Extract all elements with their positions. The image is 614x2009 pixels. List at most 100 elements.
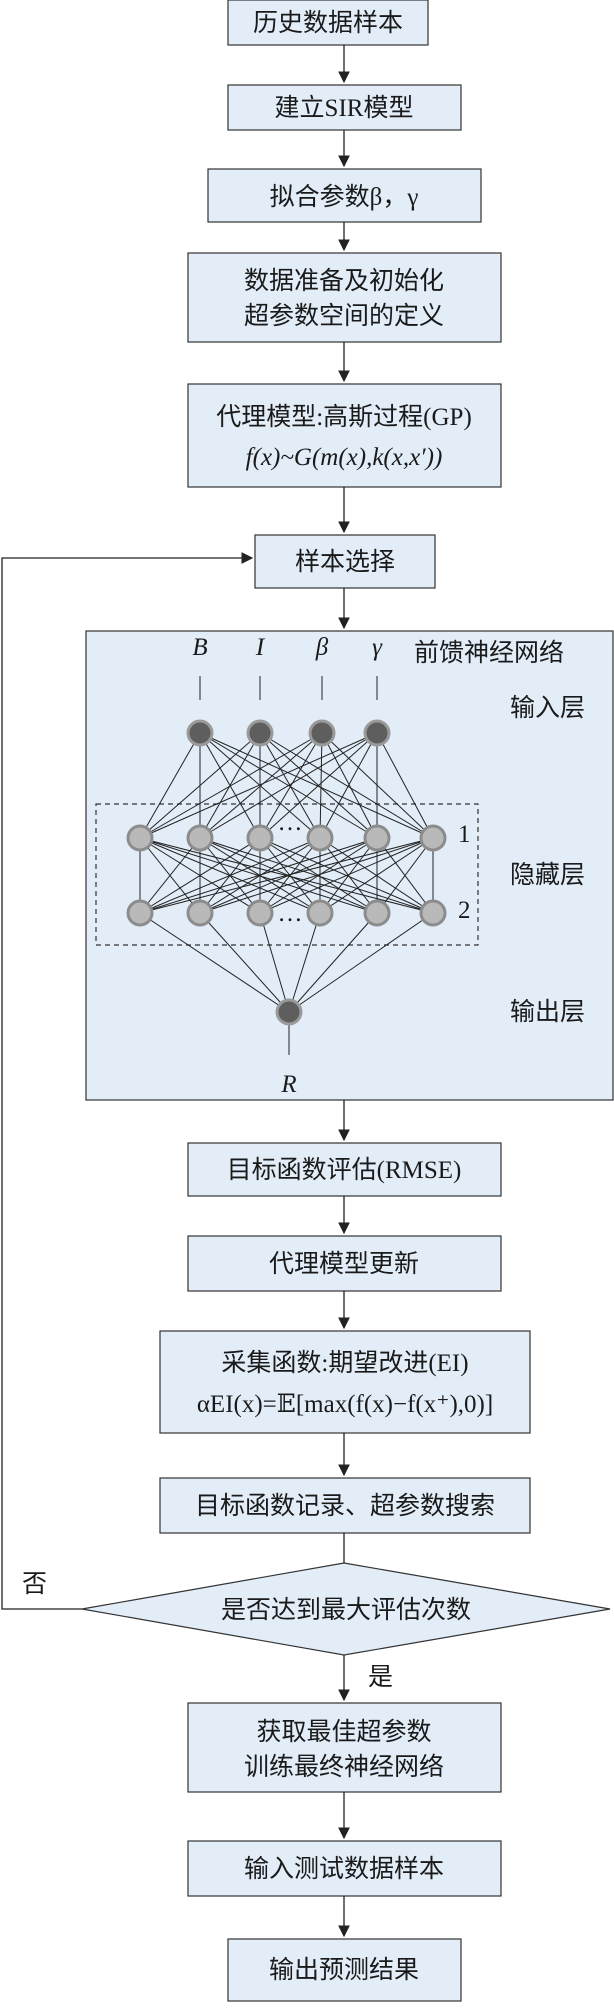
input-layer-label: 输入层 <box>510 694 585 722</box>
box-data-prep: 数据准备及初始化 超参数空间的定义 <box>187 252 502 343</box>
edge-in-h1 <box>259 732 434 839</box>
box-best-params-line2: 训练最终神经网络 <box>244 1753 444 1781</box>
hidden2-node-4 <box>363 899 391 927</box>
box-acquisition-line2: αEI(x)=𝔼[max(f(x)−f(x⁺),0)] <box>197 1391 493 1418</box>
edge-h2-out <box>288 912 378 1013</box>
box-fit-params: 拟合参数β，γ <box>207 168 482 223</box>
edge-h1-h2 <box>139 837 321 914</box>
box-data-prep-line1: 数据准备及初始化 <box>244 267 444 295</box>
box-sample-select: 样本选择 <box>254 534 436 589</box>
box-best-params-line1: 获取最佳超参数 <box>256 1718 431 1746</box>
edge-h1-h2 <box>319 837 434 914</box>
edge-h1-h2 <box>139 837 434 914</box>
box-output-result-label: 输出预测结果 <box>269 1956 419 1984</box>
box-output-result: 输出预测结果 <box>227 1938 462 2002</box>
box-record-search-label: 目标函数记录、超参数搜索 <box>195 1492 495 1520</box>
output-layer-label: 输出层 <box>510 998 585 1026</box>
edge-h1-h2 <box>199 837 434 914</box>
hidden2-node-3 <box>306 899 334 927</box>
box-surrogate-update-label: 代理模型更新 <box>269 1250 419 1278</box>
hidden-layer-index-1: 1 <box>458 821 471 848</box>
decision-label: 是否达到最大评估次数 <box>221 1596 471 1624</box>
edge-in-h1 <box>139 732 323 839</box>
hidden-ellipsis-1: … <box>278 809 303 836</box>
box-surrogate-line1: 代理模型:高斯过程(GP) <box>216 403 472 431</box>
label-yes: 是 <box>368 1664 393 1691</box>
input-node-3 <box>363 719 391 747</box>
box-surrogate-update: 代理模型更新 <box>187 1235 502 1292</box>
input-label-i: I <box>255 634 266 661</box>
edge-h2-out <box>199 912 290 1013</box>
box-fit-params-label: 拟合参数β，γ <box>270 183 419 211</box>
hidden1-node-1 <box>186 824 214 852</box>
box-surrogate: 代理模型:高斯过程(GP) f(x)~G(m(x),k(x,x′)) <box>187 383 502 488</box>
box-acquisition-line1: 采集函数:期望改进(EI) <box>221 1349 468 1377</box>
hidden2-node-0 <box>126 899 154 927</box>
box-history-samples-label: 历史数据样本 <box>253 9 403 37</box>
network-panel: 前馈神经网络 输入层 隐藏层 输出层 B I β γ … … 1 2 R <box>85 630 614 1101</box>
network-connections <box>139 676 434 1055</box>
edge-h2-out <box>139 912 290 1013</box>
edge-in-h1 <box>259 732 321 839</box>
input-label-b: B <box>192 634 207 661</box>
box-build-sir: 建立SIR模型 <box>227 84 462 131</box>
box-test-input: 输入测试数据样本 <box>187 1840 502 1897</box>
hidden1-node-0 <box>126 824 154 852</box>
box-data-prep-line2: 超参数空间的定义 <box>244 302 444 330</box>
decision-diamond: 是否达到最大评估次数 <box>81 1562 611 1656</box>
output-label-r: R <box>280 1071 296 1098</box>
box-record-search: 目标函数记录、超参数搜索 <box>159 1477 531 1534</box>
input-node-2 <box>308 719 336 747</box>
edge-in-h1 <box>199 732 323 839</box>
edge-h1-h2 <box>319 837 378 914</box>
edge-in-h1 <box>319 732 378 839</box>
box-test-input-label: 输入测试数据样本 <box>244 1855 444 1883</box>
edge-in-h1 <box>139 732 261 839</box>
edge-h1-h2 <box>259 837 321 914</box>
edge-in-h1 <box>199 732 434 839</box>
edge-h1-h2 <box>259 837 378 914</box>
edge-h1-h2 <box>376 837 434 914</box>
edge-h1-h2 <box>139 837 378 914</box>
hidden2-node-2 <box>246 899 274 927</box>
edge-h2-out <box>288 912 434 1013</box>
network-title: 前馈神经网络 <box>414 639 564 667</box>
loop-back-arrow <box>1 552 254 1610</box>
output-node <box>275 998 303 1026</box>
input-label-gamma: γ <box>372 634 383 661</box>
box-acquisition: 采集函数:期望改进(EI) αEI(x)=𝔼[max(f(x)−f(x⁺),0)… <box>159 1330 531 1434</box>
box-build-sir-label: 建立SIR模型 <box>275 94 414 122</box>
edge-in-h1 <box>139 732 201 839</box>
label-no: 否 <box>22 1571 47 1598</box>
hidden2-node-5 <box>419 899 447 927</box>
box-history-samples: 历史数据样本 <box>227 0 429 46</box>
edge-in-h1 <box>139 732 378 839</box>
edge-h1-h2 <box>259 837 434 914</box>
hidden1-node-3 <box>306 824 334 852</box>
hidden-ellipsis-2: … <box>278 900 303 927</box>
box-best-params: 获取最佳超参数 训练最终神经网络 <box>187 1702 502 1793</box>
hidden-layer-index-2: 2 <box>458 897 471 924</box>
edge-in-h1 <box>259 732 323 839</box>
hidden1-node-2 <box>246 824 274 852</box>
edge-in-h1 <box>321 732 378 839</box>
edge-h1-h2 <box>139 837 201 914</box>
hidden-layers-frame <box>95 803 479 946</box>
input-label-beta: β <box>315 634 329 661</box>
edge-h2-out <box>259 912 290 1013</box>
edge-in-h1 <box>319 732 323 839</box>
input-node-0 <box>186 719 214 747</box>
edge-h2-out <box>288 912 321 1013</box>
box-sample-select-label: 样本选择 <box>295 548 395 576</box>
input-node-1 <box>246 719 274 747</box>
edge-in-h1 <box>376 732 434 839</box>
hidden1-node-4 <box>363 824 391 852</box>
edge-h1-h2 <box>139 837 261 914</box>
hidden1-node-5 <box>419 824 447 852</box>
box-objective-eval: 目标函数评估(RMSE) <box>187 1142 502 1197</box>
network-nodes <box>126 719 447 1026</box>
hidden-layer-label: 隐藏层 <box>510 861 585 889</box>
box-surrogate-line2: f(x)~G(m(x),k(x,x′)) <box>246 444 443 471</box>
edge-in-h1 <box>259 732 378 839</box>
